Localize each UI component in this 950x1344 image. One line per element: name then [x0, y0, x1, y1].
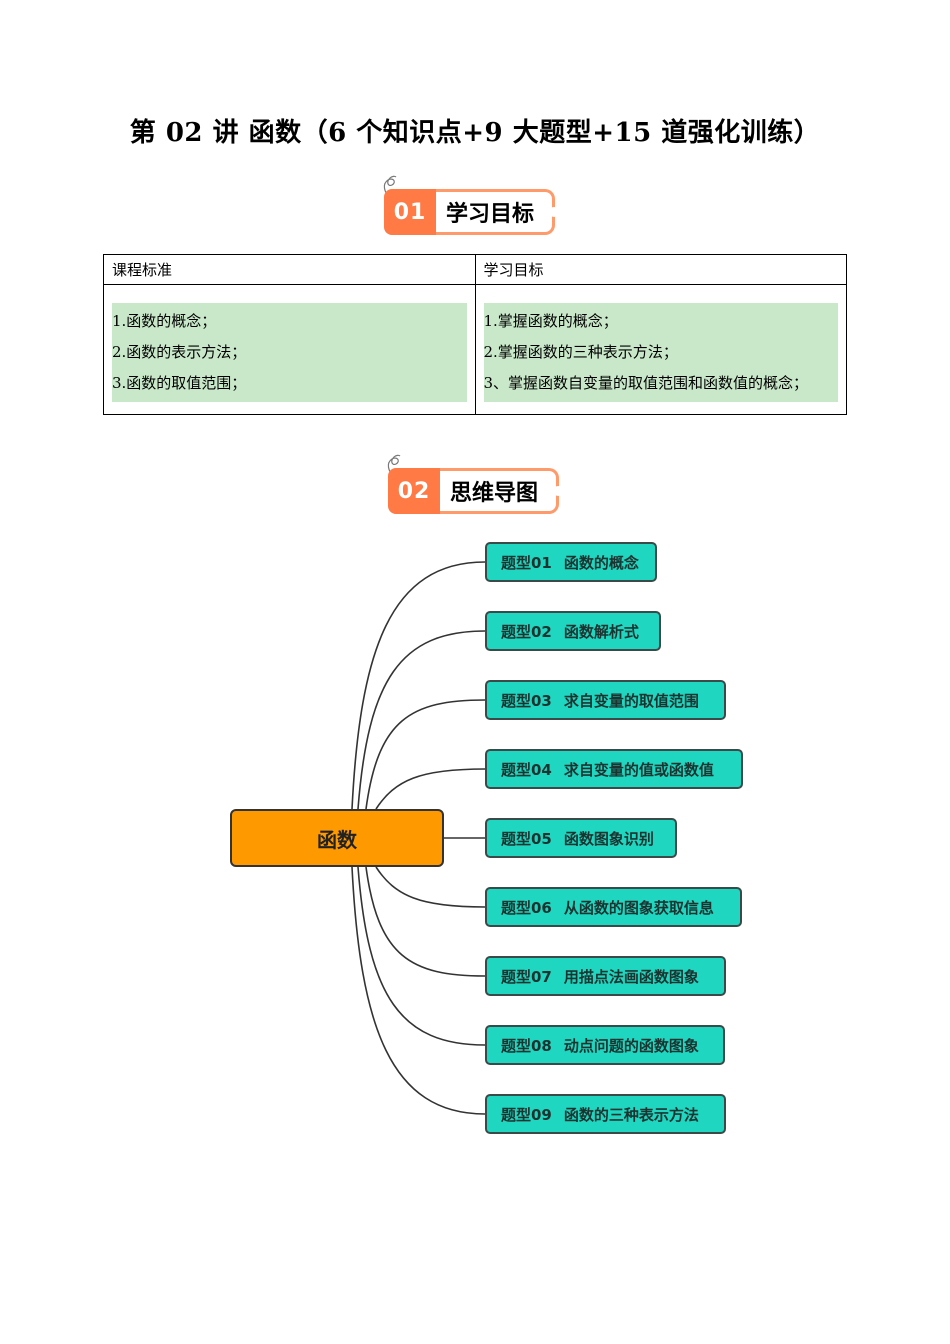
list-item: 2.掌握函数的三种表示方法； — [483, 343, 678, 361]
branch-text: 动点问题的函数图象 — [563, 1036, 699, 1055]
highlight-block: 1.函数的概念； 2.函数的表示方法； 3.函数的取值范围； — [112, 303, 467, 402]
connector — [365, 866, 486, 977]
mindmap-branch-node: 题型04 求自变量的值或函数值 — [485, 749, 743, 789]
branch-code: 题型06 — [501, 898, 552, 917]
connector — [357, 866, 486, 1046]
mindmap-branch-node: 题型07 用描点法画函数图象 — [485, 956, 726, 996]
section-label: 学习目标 — [436, 189, 560, 235]
curl-decoration-icon — [387, 454, 401, 478]
branch-text: 函数图象识别 — [563, 829, 654, 848]
section-badge-mind-map: 02 思维导图 — [388, 468, 564, 514]
goals-table: 课程标准 学习目标 1.函数的概念； 2.函数的表示方法； 3.函数的取值范围；… — [103, 254, 847, 415]
highlight-block: 1.掌握函数的概念； 2.掌握函数的三种表示方法； 3、掌握函数自变量的取值范围… — [483, 303, 838, 402]
branch-text: 函数的概念 — [563, 553, 639, 572]
branch-code: 题型04 — [501, 760, 552, 779]
mindmap-branch-node: 题型09 函数的三种表示方法 — [485, 1094, 726, 1134]
standard-cell: 1.函数的概念； 2.函数的表示方法； 3.函数的取值范围； — [103, 284, 476, 415]
list-item: 2.函数的表示方法； — [112, 343, 247, 361]
branch-text: 求自变量的取值范围 — [563, 691, 699, 710]
curl-decoration-icon — [383, 175, 397, 199]
connector — [351, 866, 486, 1115]
section-number: 01 — [384, 189, 436, 235]
branch-code: 题型03 — [501, 691, 552, 710]
table-header-goals: 学习目标 — [474, 254, 847, 285]
branch-code: 题型02 — [501, 622, 552, 641]
mindmap-branch-node: 题型01 函数的概念 — [485, 542, 657, 582]
section-label: 思维导图 — [440, 468, 564, 514]
branch-code: 题型08 — [501, 1036, 552, 1055]
branch-text: 函数解析式 — [563, 622, 639, 641]
branch-text: 从函数的图象获取信息 — [563, 898, 714, 917]
mindmap-root-node: 函数 — [230, 809, 444, 867]
list-item: 3.函数的取值范围； — [112, 374, 247, 392]
branch-text: 求自变量的值或函数值 — [563, 760, 714, 779]
section-badge-learning-goals: 01 学习目标 — [384, 189, 560, 235]
branch-text: 函数的三种表示方法 — [563, 1105, 699, 1124]
branch-code: 题型09 — [501, 1105, 552, 1124]
list-item: 1.函数的概念； — [112, 312, 217, 330]
connector — [375, 768, 486, 810]
mindmap-branch-node: 题型05 函数图象识别 — [485, 818, 677, 858]
connector — [351, 561, 486, 810]
section-number: 02 — [388, 468, 440, 514]
mindmap-branch-node: 题型06 从函数的图象获取信息 — [485, 887, 742, 927]
branch-code: 题型05 — [501, 829, 552, 848]
list-item: 1.掌握函数的概念； — [483, 312, 618, 330]
branch-code: 题型07 — [501, 967, 552, 986]
connector — [365, 699, 486, 810]
goals-cell: 1.掌握函数的概念； 2.掌握函数的三种表示方法； 3、掌握函数自变量的取值范围… — [474, 284, 847, 415]
mindmap-branch-node: 题型08 动点问题的函数图象 — [485, 1025, 725, 1065]
connector — [375, 866, 486, 908]
mindmap-branch-node: 题型03 求自变量的取值范围 — [485, 680, 726, 720]
connector — [357, 630, 486, 810]
branch-text: 用描点法画函数图象 — [563, 967, 699, 986]
mindmap-branch-node: 题型02 函数解析式 — [485, 611, 661, 651]
list-item: 3、掌握函数自变量的取值范围和函数值的概念； — [483, 374, 809, 392]
branch-code: 题型01 — [501, 553, 552, 572]
document-title: 第 02 讲 函数（6 个知识点+9 大题型+15 道强化训练） — [129, 118, 821, 148]
